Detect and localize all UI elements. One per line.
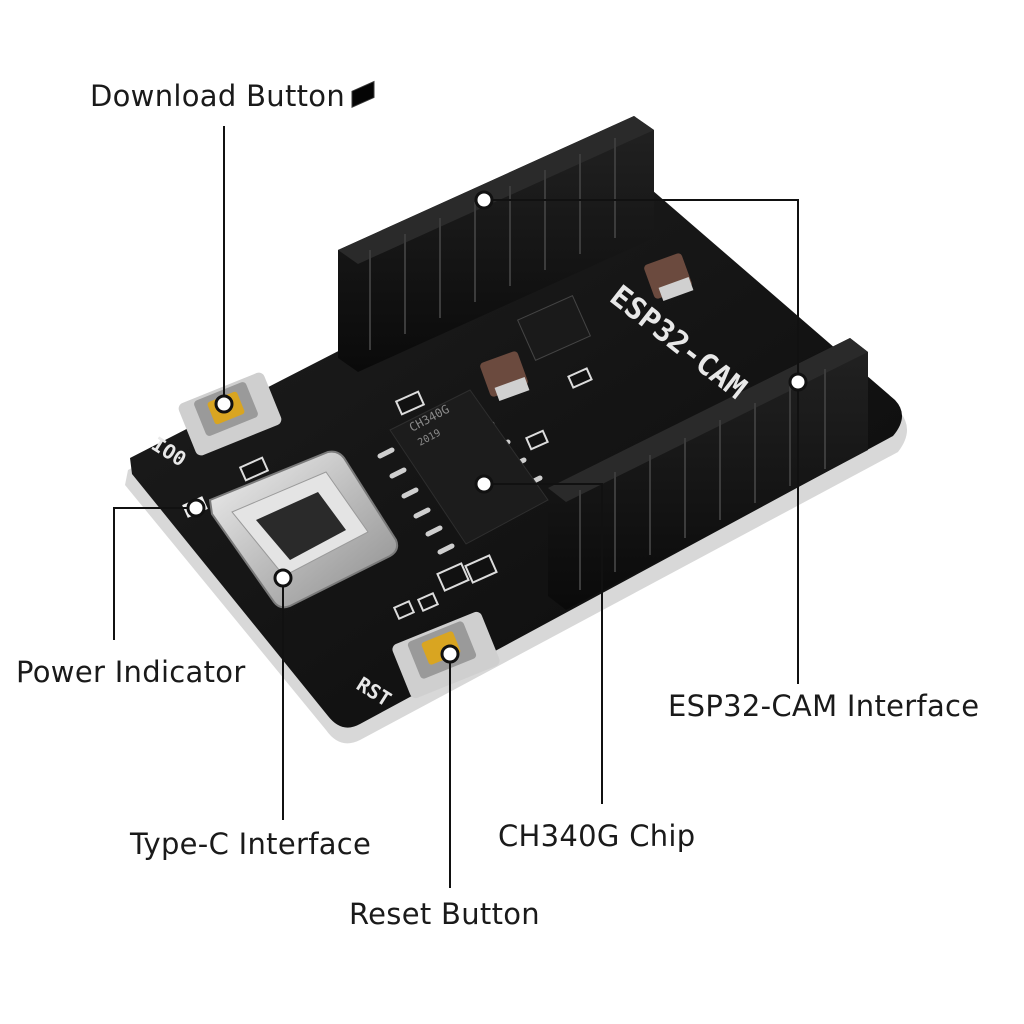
label-power-indicator: Power Indicator xyxy=(16,655,246,689)
leader-power xyxy=(113,507,196,640)
smd-components xyxy=(238,367,593,621)
leader-ch340 xyxy=(484,483,603,804)
dot-esp32-front xyxy=(788,372,808,392)
leader-lines xyxy=(113,126,799,888)
capacitor xyxy=(480,351,530,402)
dot-typec xyxy=(273,568,293,588)
label-esp32-cam-interface: ESP32-CAM Interface xyxy=(668,689,980,723)
ch340g-chip: CH340G 2019 xyxy=(377,389,549,555)
esp32-cam-header-front xyxy=(548,338,868,610)
callout-dots xyxy=(186,190,808,664)
label-ch340g-chip: CH340G Chip xyxy=(498,819,696,853)
type-c-connector[interactable] xyxy=(208,450,399,609)
dot-esp32-back xyxy=(474,190,494,210)
capacitor xyxy=(644,253,694,302)
dot-power xyxy=(186,498,206,518)
dot-ch340 xyxy=(474,474,494,494)
label-reset-button: Reset Button xyxy=(349,897,540,931)
regulator xyxy=(516,295,592,361)
esp32-cam-header-back xyxy=(338,80,654,372)
label-type-c-interface: Type-C Interface xyxy=(130,827,372,861)
header-back-pins xyxy=(351,80,375,109)
label-download-button: Download Button xyxy=(90,79,346,113)
leader-esp32 xyxy=(484,199,799,684)
dot-download xyxy=(214,394,234,414)
dot-reset xyxy=(440,644,460,664)
